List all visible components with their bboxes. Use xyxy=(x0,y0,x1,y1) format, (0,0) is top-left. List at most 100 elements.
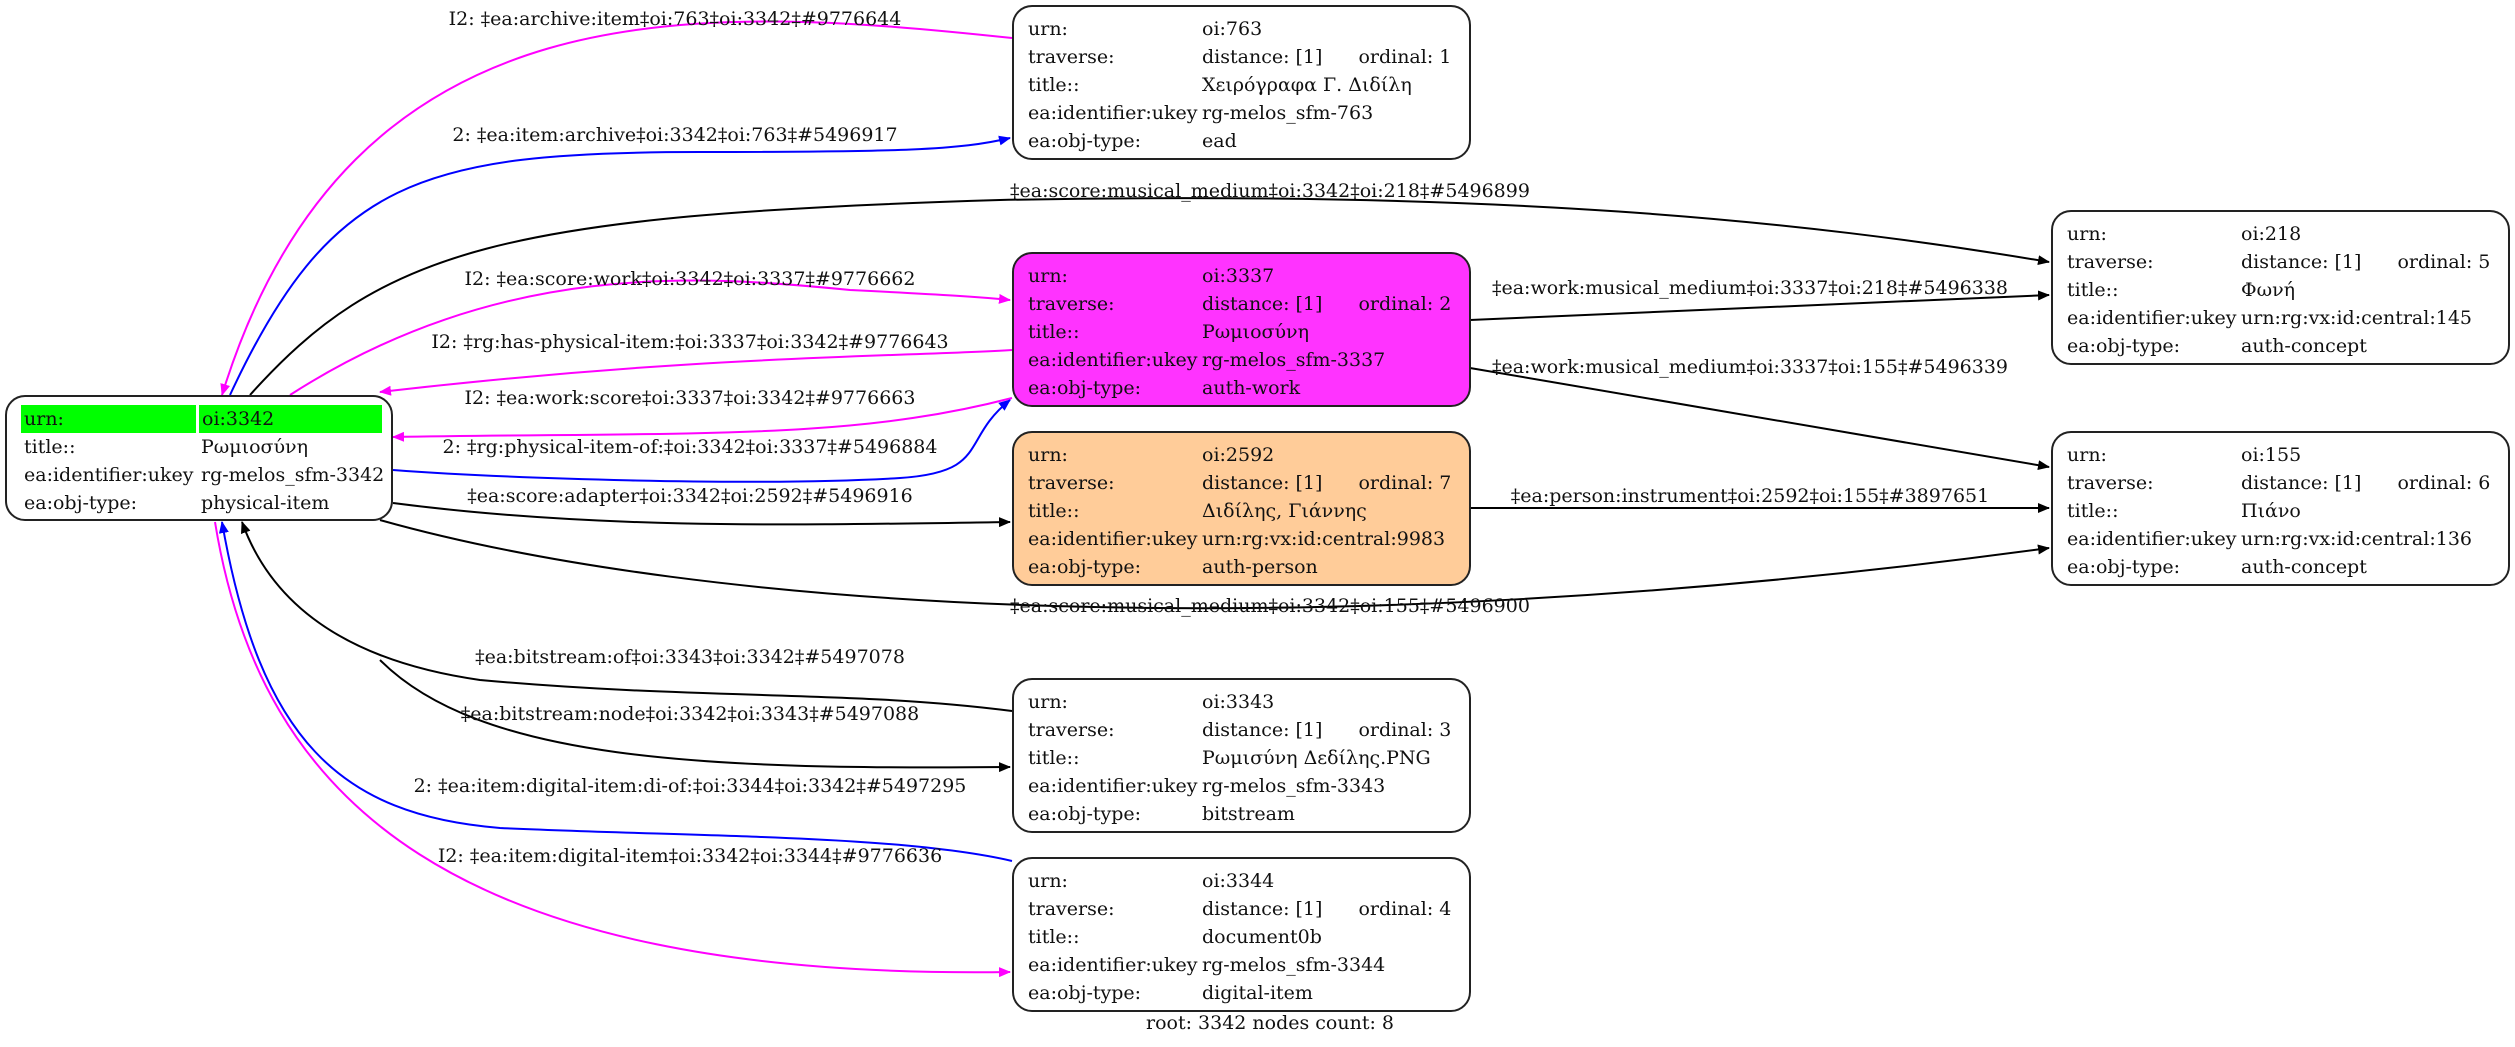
node-3344[interactable]: urn: oi:3344 traverse:distance: [1]ordinal… xyxy=(1012,857,1471,1012)
row-value: oi:218 xyxy=(2241,223,2302,245)
edge-3337-to-218[interactable] xyxy=(1469,290,2050,321)
row-key: title:: xyxy=(1028,500,1080,522)
row-value: urn:rg:vx:id:central:145 xyxy=(2241,307,2473,329)
row-key: ea:identifier:ukey xyxy=(2067,528,2237,550)
row-key: ea:obj-type: xyxy=(2067,556,2181,578)
row-value: distance: [1] xyxy=(1202,293,1323,315)
row-value: auth-person xyxy=(1202,556,1318,578)
edge-label: ‡ea:bitstream:node‡oi:3342‡oi:3343‡#5497… xyxy=(460,703,920,725)
row-ordinal: ordinal: 1 xyxy=(1358,46,1452,68)
row-ordinal: ordinal: 7 xyxy=(1358,472,1452,494)
edge-3343-to-3342[interactable] xyxy=(241,521,1013,712)
node-row-urn: urn:oi:3337 xyxy=(1028,262,1455,290)
edge-3344-to-3342[interactable] xyxy=(218,521,1013,862)
node-row-title: title:: Ρωμιοσύνη xyxy=(21,433,377,461)
edge-label: ‡ea:work:musical_medium‡oi:3337‡oi:155‡#… xyxy=(1491,356,2009,378)
row-value: rg-melos_sfm-3337 xyxy=(1202,349,1386,371)
edge-3337-to-3342[interactable] xyxy=(392,397,1013,442)
node-row-urn: urn:oi:2592 xyxy=(1028,441,1455,469)
node-3343[interactable]: urn: oi:3343 traverse:distance: [1]ordinal… xyxy=(1012,678,1471,833)
row-ordinal: ordinal: 6 xyxy=(2397,472,2491,494)
row-key: urn: xyxy=(2067,223,2107,245)
row-value: distance: [1] xyxy=(2241,472,2362,494)
row-value: oi:3344 xyxy=(1202,870,1275,892)
edge-label: I2: ‡ea:work:score‡oi:3337‡oi:3342‡#9776… xyxy=(464,387,916,409)
node-row-type: ea:obj-type:auth-concept xyxy=(2067,553,2494,581)
node-root-3342[interactable]: urn: oi:3342 title:: Ρωμιοσύνη ea:identi… xyxy=(5,395,393,521)
row-key: ea:identifier:ukey xyxy=(1028,102,1198,124)
row-key: title:: xyxy=(1028,747,1080,769)
row-value: oi:3343 xyxy=(1202,691,1275,713)
row-key: ea:obj-type: xyxy=(2067,335,2181,357)
row-value: distance: [1] xyxy=(1202,472,1323,494)
node-row-type: ea:obj-type:digital-item xyxy=(1028,979,1455,1007)
edge-3342-to-3337[interactable] xyxy=(392,399,1011,483)
edge-label: 2: ‡ea:item:digital-item:di-of:‡oi:3344‡… xyxy=(413,775,967,797)
edge-3342-to-3337[interactable] xyxy=(289,279,1011,396)
row-key: ea:obj-type: xyxy=(1028,130,1142,152)
edge-label: ‡ea:score:musical_medium‡oi:3342‡oi:155‡… xyxy=(1010,595,1530,617)
row-key: ea:obj-type: xyxy=(1028,556,1142,578)
edge-label: I2: ‡ea:score:work‡oi:3342‡oi:3337‡#9776… xyxy=(464,268,916,290)
edge-3342-to-763[interactable] xyxy=(229,135,1011,396)
row-key: urn: xyxy=(1028,870,1068,892)
row-value: Ρωμισύνη Δεδίλης.PNG xyxy=(1202,747,1431,769)
node-row-type: ea:obj-type: physical-item xyxy=(21,489,377,517)
edge-3342-to-2592[interactable] xyxy=(392,502,1011,528)
node-row-traverse: traverse: distance: [1] ordinal: 7 xyxy=(1028,469,1455,497)
row-key: ea:obj-type: xyxy=(24,492,138,514)
node-row-title: title::Πιάνο xyxy=(2067,497,2494,525)
edge-label: ‡ea:person:instrument‡oi:2592‡oi:155‡#38… xyxy=(1510,485,1990,507)
node-row-ukey: ea:identifier:ukey rg-melos_sfm-3342 xyxy=(21,461,384,489)
row-value: auth-work xyxy=(1202,377,1301,399)
node-row-type: ea:obj-type:bitstream xyxy=(1028,800,1455,828)
row-key: traverse: xyxy=(1028,46,1115,68)
edge-3342-to-3343[interactable] xyxy=(379,659,1011,773)
node-row-title: title::document0b xyxy=(1028,923,1455,951)
row-key: urn: xyxy=(1028,444,1068,466)
row-key: title:: xyxy=(2067,500,2119,522)
row-key: urn: xyxy=(2067,444,2107,466)
edge-label: I2: ‡ea:archive:item‡oi:763‡oi:3342‡#977… xyxy=(448,8,902,30)
edge-763-to-3342[interactable] xyxy=(220,20,1013,396)
edge-label: ‡ea:bitstream:of‡oi:3343‡oi:3342‡#549707… xyxy=(475,646,905,668)
edge-3342-to-155[interactable] xyxy=(379,519,2050,610)
node-row-traverse: traverse:distance: [1]ordinal: 4 xyxy=(1028,895,1455,923)
edge-3337-to-155[interactable] xyxy=(1469,367,2050,471)
row-value: physical-item xyxy=(201,492,330,514)
edge-3342-to-218[interactable] xyxy=(249,197,2050,396)
row-ordinal: ordinal: 4 xyxy=(1358,898,1452,920)
row-key: ea:obj-type: xyxy=(1028,377,1142,399)
edge-3342-to-3344[interactable] xyxy=(214,521,1011,978)
node-row-urn: urn:oi:155 xyxy=(2067,441,2494,469)
node-2592[interactable]: urn:oi:2592 traverse: distance: [1] ordinal… xyxy=(1012,431,1471,586)
node-row-traverse: traverse:distance: [1]ordinal: 3 xyxy=(1028,716,1455,744)
row-value: Ρωμιοσύνη xyxy=(201,436,308,458)
row-key: ea:obj-type: xyxy=(1028,982,1142,1004)
edge-3337-to-3342[interactable] xyxy=(379,349,1013,396)
row-value: Χειρόγραφα Γ. Διδίλη xyxy=(1202,74,1412,96)
row-value: oi:3342 xyxy=(199,405,382,433)
row-key: ea:identifier:ukey xyxy=(24,464,194,486)
row-key: urn: xyxy=(1028,691,1068,713)
node-row-urn: urn:oi:763 xyxy=(1028,15,1455,43)
row-key: urn: xyxy=(21,405,196,433)
row-value: distance: [1] xyxy=(1202,719,1323,741)
node-row-traverse: traverse:distance: [1]ordinal: 1 xyxy=(1028,43,1455,71)
row-key: traverse: xyxy=(2067,251,2154,273)
row-key: traverse: xyxy=(1028,472,1115,494)
row-value: oi:763 xyxy=(1202,18,1263,40)
node-row-traverse: traverse:distance: [1]ordinal: 2 xyxy=(1028,290,1455,318)
node-row-title: title::Ρωμιοσύνη xyxy=(1028,318,1455,346)
